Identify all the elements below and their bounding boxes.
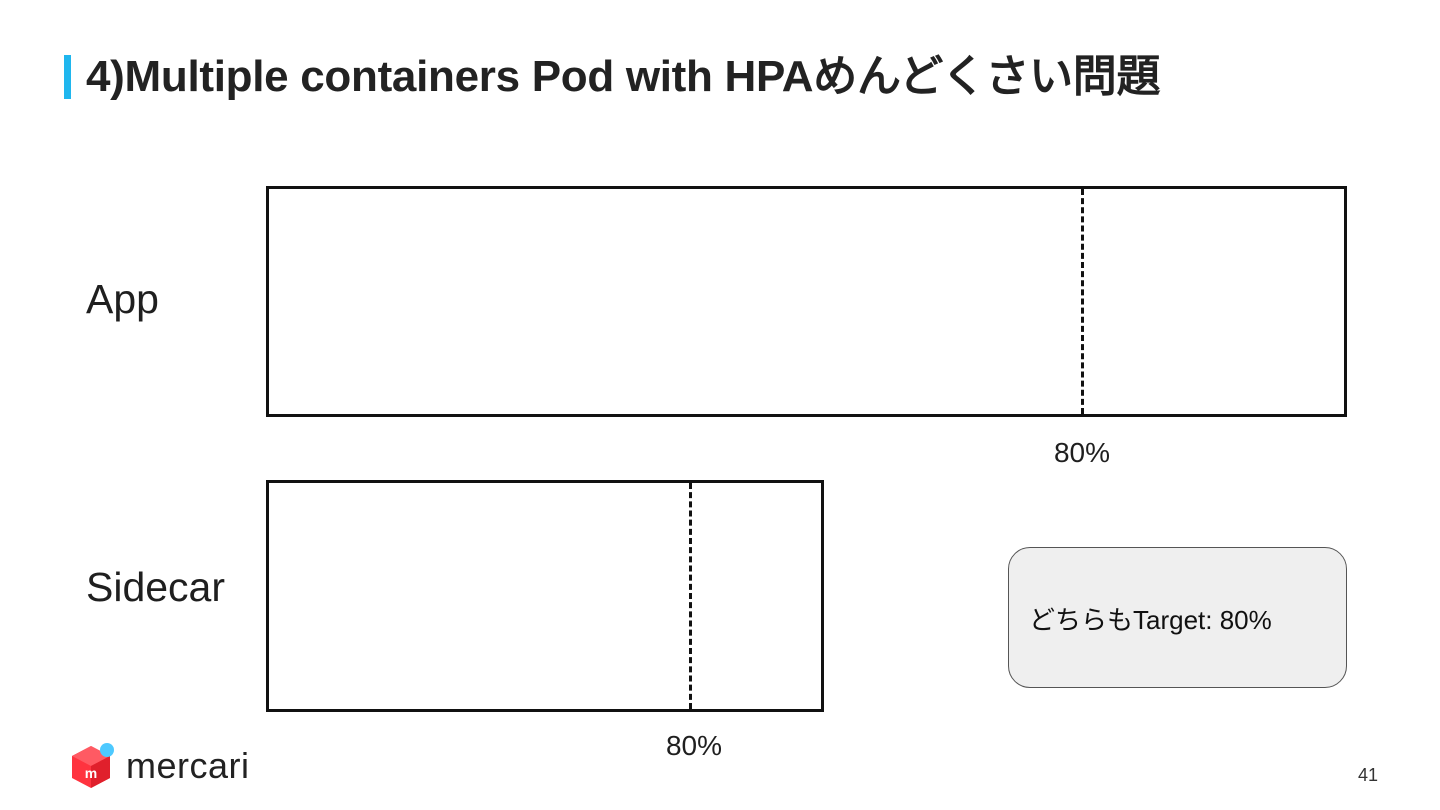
title-accent-bar (64, 55, 71, 99)
sidecar-threshold-line (688, 483, 692, 709)
row-label-sidecar: Sidecar (86, 564, 226, 610)
brand-wordmark: mercari (126, 745, 250, 786)
target-note-box: どちらもTarget: 80% (1008, 547, 1347, 688)
app-threshold-line (1081, 189, 1085, 414)
sidecar-resource-bar (266, 480, 824, 712)
app-threshold-label: 80% (1053, 437, 1111, 468)
sidecar-threshold-label: 80% (665, 730, 723, 761)
svg-text:m: m (85, 765, 97, 781)
app-resource-bar (266, 186, 1347, 417)
row-label-app: App (86, 276, 159, 322)
target-note-text: どちらもTarget: 80% (1029, 605, 1272, 635)
page-number: 41 (1357, 765, 1378, 785)
mercari-cube-icon: m (72, 743, 114, 788)
slide-title: 4)Multiple containers Pod with HPAめんどくさい… (86, 52, 1161, 101)
brand-logo: m mercari (70, 742, 250, 790)
